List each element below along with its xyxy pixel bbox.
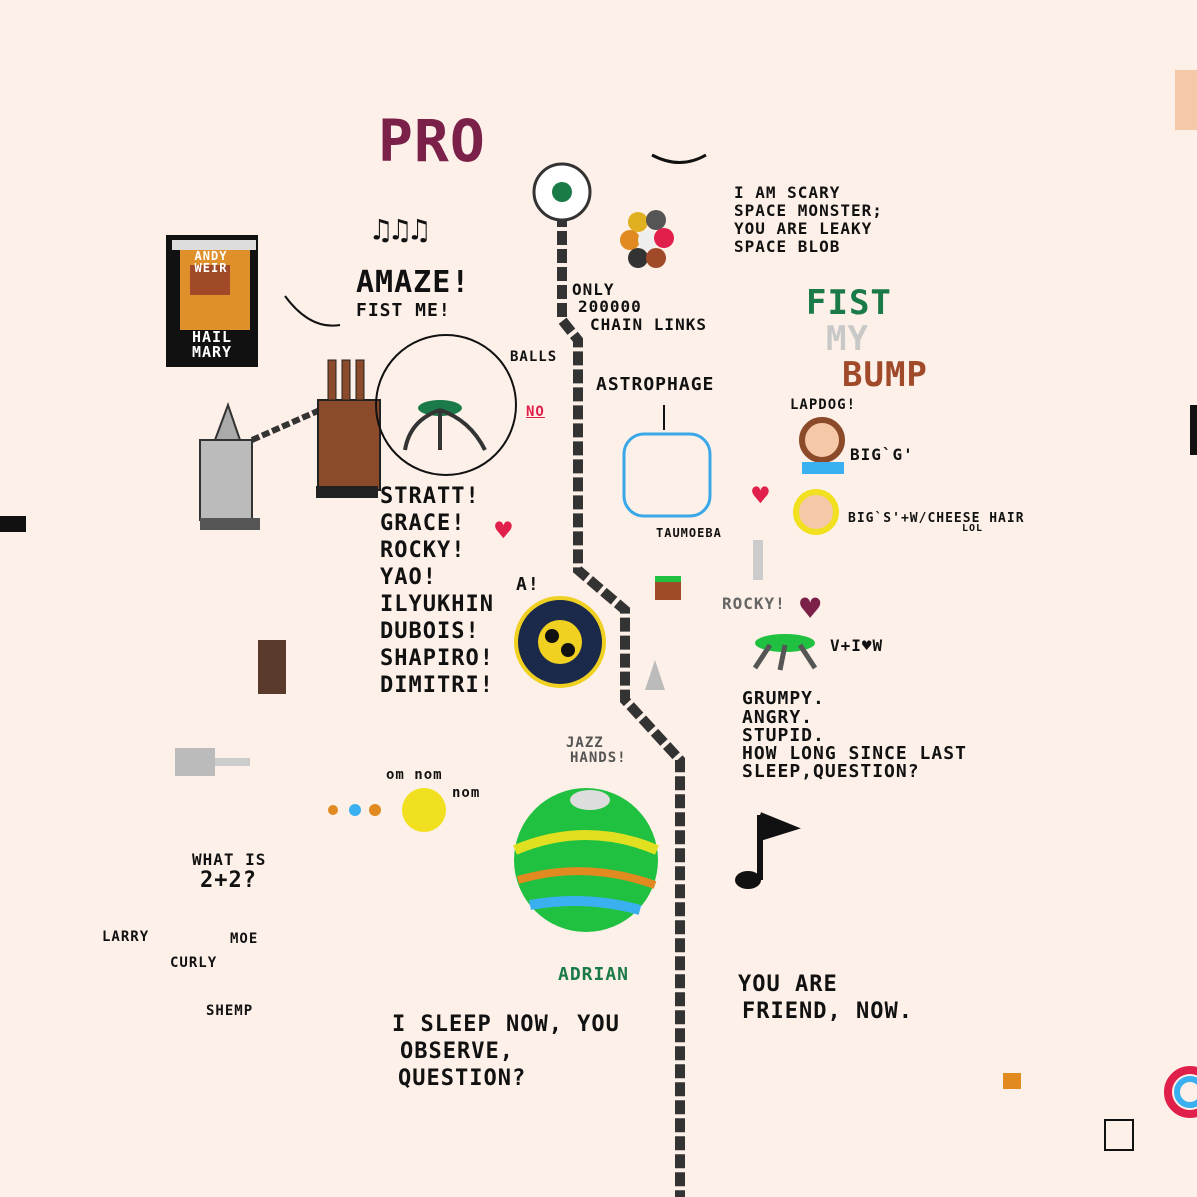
v-i-w-text: V+I♥W xyxy=(830,636,884,655)
friend-line: YOU ARE xyxy=(738,972,838,997)
big-g-text: BIG`G' xyxy=(850,445,914,464)
grumpy-line: ANGRY. xyxy=(742,707,814,728)
a-exclaim: A! xyxy=(516,574,540,595)
friend-line: FRIEND, NOW. xyxy=(742,999,913,1024)
curly-text: CURLY xyxy=(170,955,218,971)
crew-name: ROCKY! xyxy=(380,538,466,563)
bubble xyxy=(375,334,517,476)
svg-text:♥: ♥ xyxy=(495,514,512,547)
pro-text: PRO xyxy=(378,107,486,175)
amaze-text: AMAZE! xyxy=(356,265,471,300)
monster-line: I AM SCARY xyxy=(734,183,841,202)
planet-adrian xyxy=(514,788,658,932)
chain-text-3: CHAIN LINKS xyxy=(590,315,707,334)
lapdog-text: LAPDOG! xyxy=(790,397,857,413)
svg-text:♥: ♥ xyxy=(800,589,821,629)
crew-name: DUBOIS! xyxy=(380,619,480,644)
moe-text: MOE xyxy=(230,931,259,947)
sleep-line: OBSERVE, xyxy=(400,1039,514,1064)
larry-text: LARRY xyxy=(102,929,150,945)
grumpy-line: HOW LONG SINCE LAST xyxy=(742,743,967,764)
lol-text: LOL xyxy=(962,523,984,534)
book-title: HAIL MARY xyxy=(191,328,233,361)
balls-text: BALLS xyxy=(510,349,558,365)
astrophage-label: ASTROPHAGE xyxy=(596,374,715,395)
crew-name: DIMITRI! xyxy=(380,673,494,698)
book-author: ANDY WEIR xyxy=(194,249,228,275)
crew-list: STRATT! GRACE! ROCKY! YAO! ILYUKHIN DUBO… xyxy=(380,486,494,697)
jazz-text: JAZZ xyxy=(566,735,604,751)
crew-name: GRACE! xyxy=(380,511,466,536)
grumpy-line: SLEEP,QUESTION? xyxy=(742,761,920,782)
hands-text: HANDS! xyxy=(570,750,627,766)
om-nom-text: om nom xyxy=(386,767,443,783)
hail-mary-ship xyxy=(316,359,381,498)
crew-name: STRATT! xyxy=(380,484,480,509)
chain-text-1: ONLY xyxy=(572,280,615,299)
grumpy-line: STUPID. xyxy=(742,725,825,746)
crew-name: YAO! xyxy=(380,565,437,590)
nom-text: nom xyxy=(452,785,481,801)
crew-name: ILYUKHIN xyxy=(380,592,494,617)
rocky-text: ROCKY! xyxy=(722,594,786,613)
adrian-label: ADRIAN xyxy=(558,964,630,985)
monster-line: YOU ARE LEAKY xyxy=(734,219,873,238)
monster-line: SPACE MONSTER; xyxy=(734,201,883,220)
two-plus-two-text: 2+2? xyxy=(200,868,257,893)
sleep-line: I SLEEP NOW, YOU xyxy=(392,1012,620,1037)
what-is-text: WHAT IS xyxy=(192,850,267,869)
book-cover xyxy=(166,235,258,367)
fist-text: FIST xyxy=(806,283,892,323)
taumoeba-label: TAUMOEBA xyxy=(656,526,722,540)
svg-text:♥: ♥ xyxy=(752,479,769,512)
music-notes: ♫♫♫ xyxy=(372,213,430,248)
big-s-text: BIG`S'+W/CHEESE HAIR xyxy=(848,511,1025,526)
chain xyxy=(557,195,685,1197)
rocket xyxy=(199,402,260,530)
grumpy-line: GRUMPY. xyxy=(742,688,825,709)
shemp-text: SHEMP xyxy=(206,1003,254,1019)
my-text: MY xyxy=(826,319,869,359)
chain-text-2: 200000 xyxy=(578,297,642,316)
fist-me-text: FIST ME! xyxy=(356,300,451,321)
bump-text: BUMP xyxy=(842,355,928,395)
astrophage-cell xyxy=(622,432,712,518)
crew-name: SHAPIRO! xyxy=(380,646,494,671)
sleep-line: QUESTION? xyxy=(398,1066,527,1091)
no-text: NO xyxy=(526,404,545,420)
monster-line: SPACE BLOB xyxy=(734,237,841,256)
balloons xyxy=(620,210,674,268)
